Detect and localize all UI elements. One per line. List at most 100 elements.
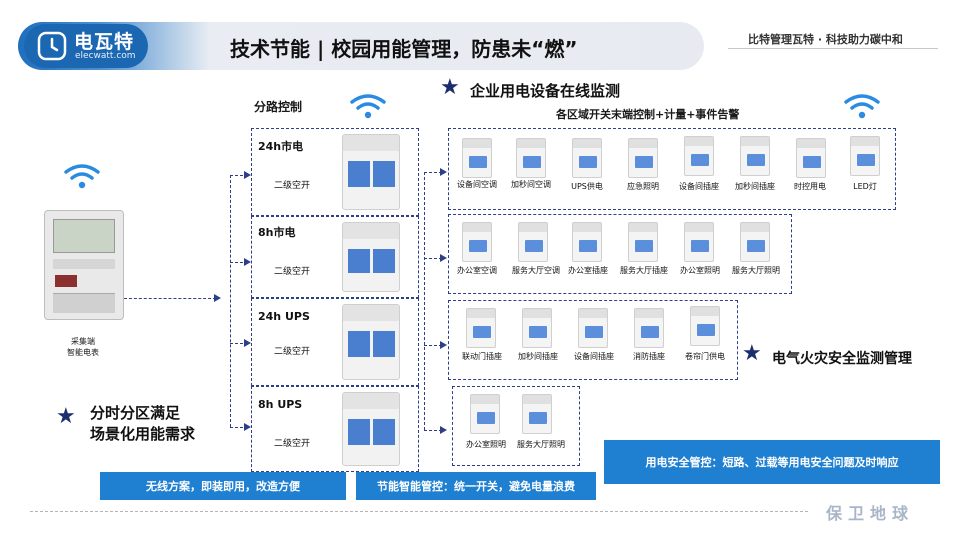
right-branch-1 <box>424 172 442 173</box>
device-label: 办公室照明 <box>680 266 720 275</box>
device-label: UPS供电 <box>571 182 603 191</box>
device-group-8h-ups <box>452 386 580 466</box>
device-label: LED灯 <box>853 182 877 191</box>
right-branch-4 <box>424 430 442 431</box>
device-label: 办公室空调 <box>457 266 497 275</box>
right-arrow-4 <box>440 426 447 434</box>
row-label: 8h UPS <box>258 398 303 411</box>
device-label: 加秒间插座 <box>518 352 558 361</box>
circuit-breaker <box>342 134 400 210</box>
wireless-callout: 无线方案，即装即用，改造方便 <box>100 472 346 500</box>
mini-breaker <box>462 222 492 262</box>
device-group-24h-ups <box>448 300 738 380</box>
circuit-breaker <box>342 392 400 466</box>
mini-breaker <box>518 222 548 262</box>
right-branch-2 <box>424 258 442 259</box>
star-icon: ★ <box>56 404 76 429</box>
bus-branch-1 <box>230 175 248 176</box>
bus-line <box>230 175 231 427</box>
device-label: 加秒间空调 <box>511 180 551 189</box>
branch-box-8h-ups <box>251 386 419 472</box>
bus-arrow-1 <box>244 171 251 179</box>
mini-breaker <box>684 136 714 176</box>
page-title: 技术节能 | 校园用能管理，防患未“燃” <box>230 37 578 61</box>
mini-breaker <box>684 222 714 262</box>
row-label: 24h UPS <box>258 310 310 323</box>
mini-breaker <box>522 308 552 348</box>
tagline: 比特管理瓦特 · 科技助力碳中和 <box>748 33 903 46</box>
bus-branch-3 <box>230 343 248 344</box>
bus-branch-2 <box>230 262 248 263</box>
brand-logo <box>24 24 148 68</box>
mini-breaker <box>628 222 658 262</box>
device-label: 应急照明 <box>627 182 659 191</box>
device-label: 服务大厅空调 <box>512 266 560 275</box>
branch-box-8h-grid <box>251 216 419 298</box>
footer-slogan: 保卫地球 <box>826 504 915 523</box>
fire-monitor-heading: 电气火灾安全监测管理 <box>772 351 912 367</box>
brand-url: elecwatt.com <box>75 51 136 61</box>
device-label: 卷帘门供电 <box>685 352 725 361</box>
mini-breaker <box>462 138 492 178</box>
mini-breaker <box>850 136 880 176</box>
device-label: 办公室照明 <box>466 440 506 449</box>
mini-breaker <box>522 394 552 434</box>
device-label: 办公室插座 <box>568 266 608 275</box>
clock-icon <box>37 31 67 61</box>
branch-control-heading: 分路控制 <box>254 100 303 114</box>
feed-line <box>124 298 216 299</box>
device-label: 服务大厅照明 <box>517 440 565 449</box>
mini-breaker <box>628 138 658 178</box>
star-icon: ★ <box>742 341 762 366</box>
tagline-divider <box>728 48 938 49</box>
device-group-8h-grid <box>448 214 792 294</box>
mini-breaker <box>740 136 770 176</box>
mini-breaker <box>634 308 664 348</box>
right-arrow-3 <box>440 341 447 349</box>
mini-breaker <box>516 138 546 178</box>
device-group-24h-grid <box>448 128 896 210</box>
wifi-icon <box>844 94 880 119</box>
device-label: 联动门插座 <box>462 352 502 361</box>
breaker-label: 二级空开 <box>274 267 311 277</box>
device-label: 设备间空调 <box>457 180 497 189</box>
right-bus-line <box>424 172 425 430</box>
device-label: 时控用电 <box>794 182 826 191</box>
brand-name: 电瓦特 <box>74 31 135 53</box>
circuit-breaker <box>342 304 400 380</box>
mini-breaker <box>572 222 602 262</box>
zoning-heading: 分时分区满足 场景化用能需求 <box>90 404 196 443</box>
mini-breaker <box>572 138 602 178</box>
device-label: 设备间插座 <box>679 182 719 191</box>
smart-control-callout: 节能智能管控：统一开关，避免电量浪费 <box>356 472 596 500</box>
smart-meter <box>44 210 124 320</box>
mini-breaker <box>796 138 826 178</box>
online-monitor-heading: 企业用电设备在线监测 <box>470 82 621 100</box>
star-icon: ★ <box>440 75 460 100</box>
bus-arrow-4 <box>244 423 251 431</box>
mini-breaker <box>690 306 720 346</box>
device-label: 服务大厅照明 <box>732 266 780 275</box>
right-arrow-1 <box>440 168 447 176</box>
mini-breaker <box>466 308 496 348</box>
row-label: 8h市电 <box>258 226 296 239</box>
device-label: 服务大厅插座 <box>620 266 668 275</box>
wifi-icon <box>350 94 386 119</box>
branch-box-24h-ups <box>251 298 419 386</box>
safety-callout: 用电安全管控：短路、过载等用电安全问题及时响应 <box>604 440 940 484</box>
mini-breaker <box>578 308 608 348</box>
feed-arrow <box>214 294 221 302</box>
wifi-icon <box>64 164 100 189</box>
mini-breaker <box>470 394 500 434</box>
breaker-label: 二级空开 <box>274 439 311 449</box>
bus-arrow-3 <box>244 339 251 347</box>
right-branch-3 <box>424 345 442 346</box>
branch-box-24h-grid <box>251 128 419 216</box>
right-arrow-2 <box>440 254 447 262</box>
row-label: 24h市电 <box>258 140 304 153</box>
device-label: 消防插座 <box>633 352 665 361</box>
bus-arrow-2 <box>244 258 251 266</box>
device-label: 设备间插座 <box>574 352 614 361</box>
meter-label: 采集端 智能电表 <box>67 337 99 357</box>
circuit-breaker <box>342 222 400 292</box>
